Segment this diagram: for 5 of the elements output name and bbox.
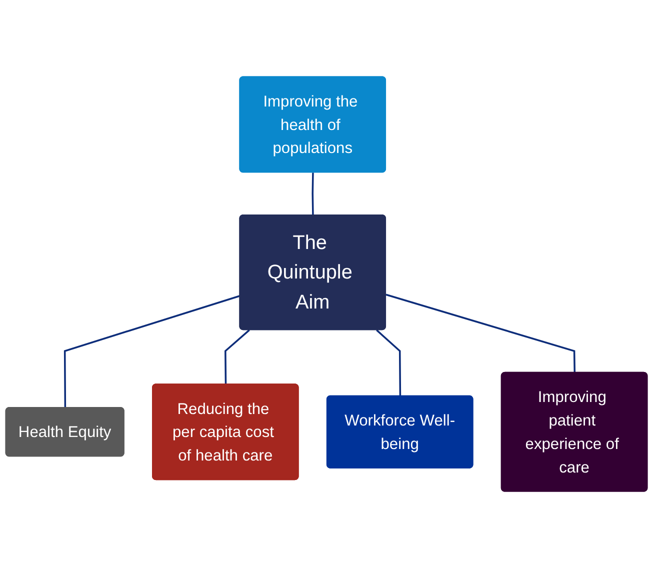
connector bbox=[376, 329, 402, 396]
connector bbox=[64, 295, 240, 408]
connector bbox=[386, 294, 576, 373]
connector bbox=[312, 172, 314, 216]
connector bbox=[224, 329, 250, 384]
